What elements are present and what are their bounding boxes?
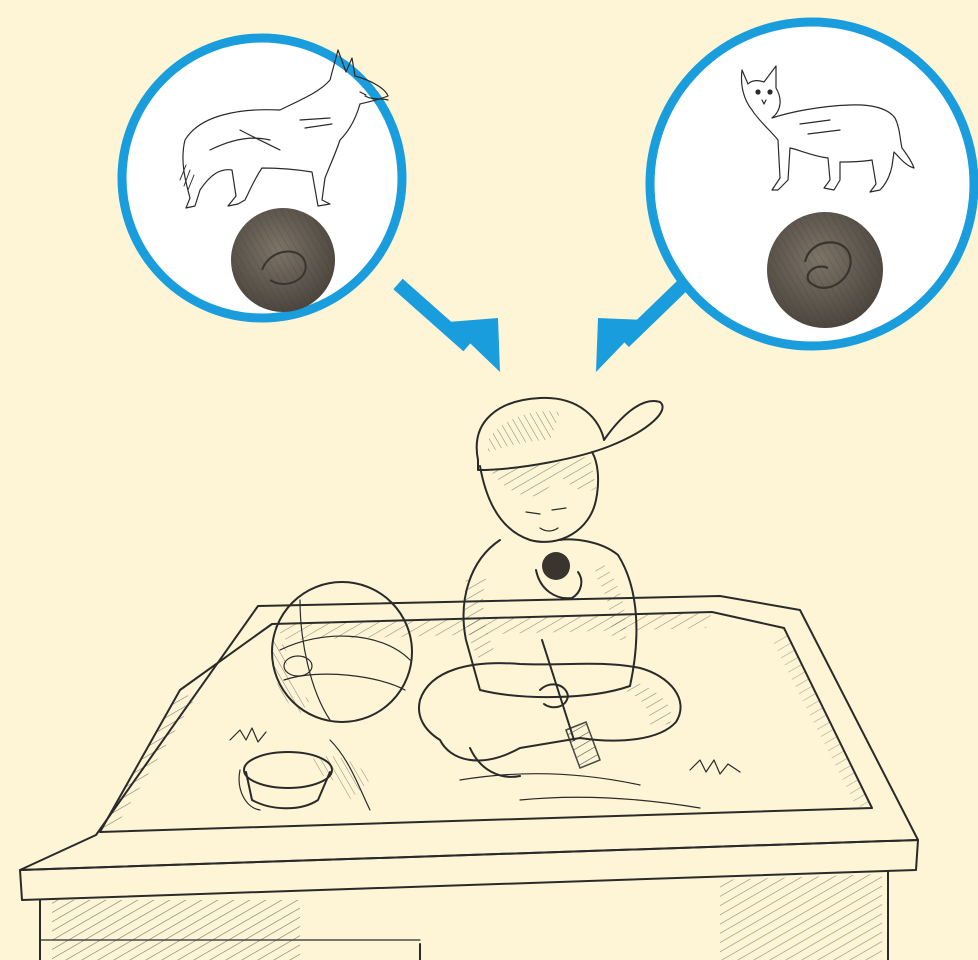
beach-ball (271, 582, 412, 722)
egg-icon (767, 212, 883, 328)
right-arrow (596, 282, 686, 372)
right-thought-bubble (596, 22, 974, 372)
child (419, 398, 681, 777)
left-arrow (398, 284, 500, 372)
left-thought-bubble (122, 38, 500, 372)
bucket (239, 752, 370, 810)
egg-icon (231, 208, 335, 312)
